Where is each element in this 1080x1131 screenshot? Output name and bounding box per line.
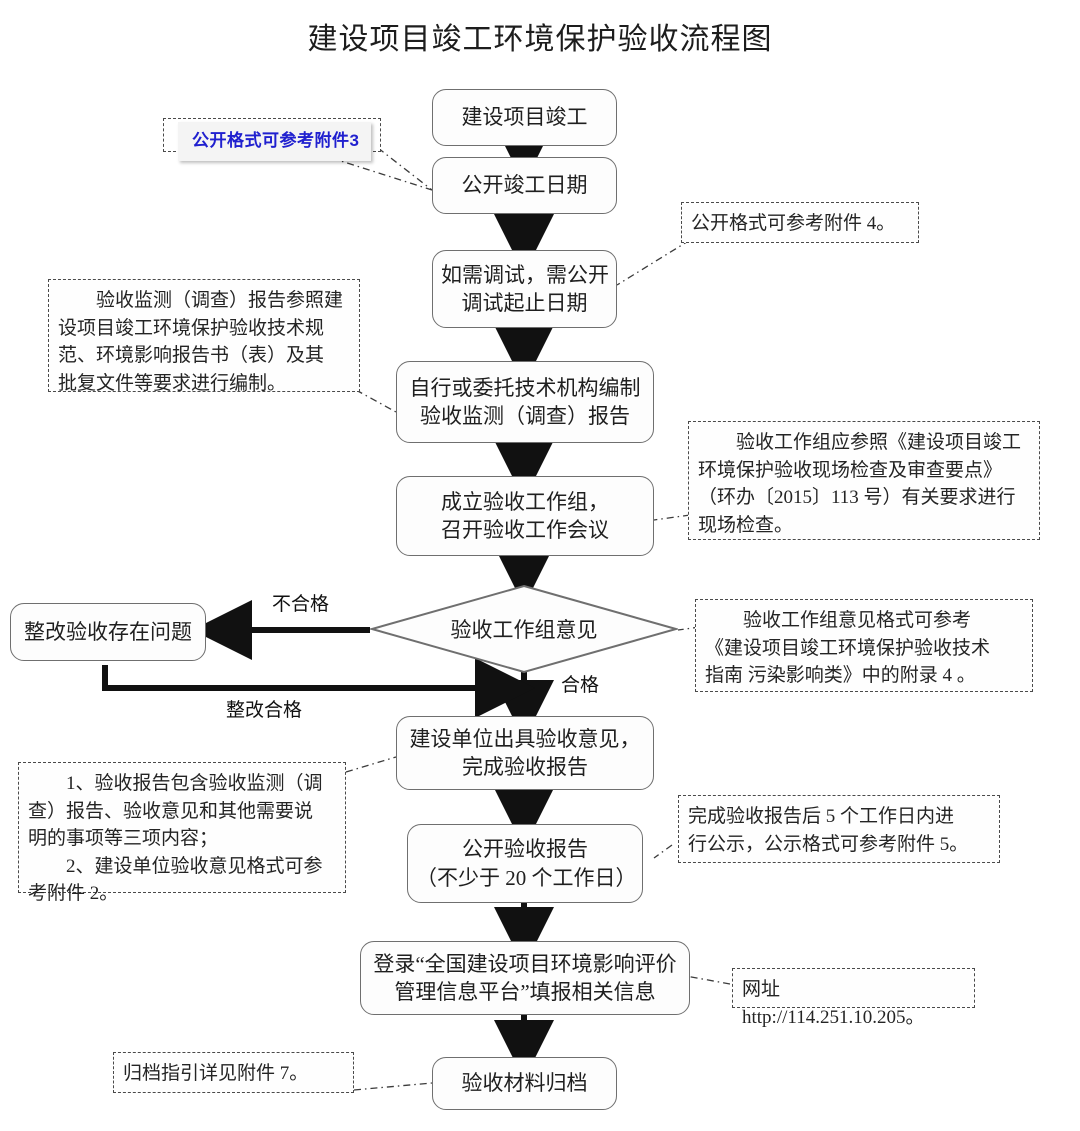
node-project-completion[interactable]: 建设项目竣工 — [432, 89, 617, 146]
node-rework-issues[interactable]: 整改验收存在问题 — [10, 603, 206, 661]
note-workgroup-opinion-line1: 验收工作组意见格式可参考 — [743, 610, 972, 631]
note-workgroup-site-check-line4: 现场检查。 — [698, 514, 794, 536]
note-attachment-4-text: 公开格式可参考附件 4。 — [691, 213, 896, 234]
node-3-line1: 如需调试，需公开 — [441, 262, 609, 287]
decision-label: 验收工作组意见 — [450, 618, 598, 642]
note-workgroup-site-check-line1: 验收工作组应参照《建设项目竣工 — [736, 432, 1022, 453]
node-publish-completion-date[interactable]: 公开竣工日期 — [432, 157, 617, 214]
node-prepare-acceptance-report[interactable]: 自行或委托技术机构编制 验收监测（调查）报告 — [396, 361, 654, 443]
node-publish-acceptance-report[interactable]: 公开验收报告 （不少于 20 个工作日） — [407, 824, 643, 903]
note-archive-guide: 归档指引详见附件 7。 — [113, 1052, 354, 1093]
note-report-contents: 1、验收报告包含验收监测（调 查）报告、验收意见和其他需要说 明的事项等三项内容… — [18, 762, 346, 904]
note-report-contents-line3: 明的事项等三项内容； — [28, 828, 219, 850]
note-attachment-4: 公开格式可参考附件 4。 — [681, 202, 919, 243]
edge-label-rework-pass: 整改合格 — [226, 700, 303, 721]
node-2-label: 公开竣工日期 — [461, 173, 588, 198]
node-login-platform[interactable]: 登录“全国建设项目环境影响评价 管理信息平台”填报相关信息 — [360, 941, 690, 1015]
node-1-label: 建设项目竣工 — [461, 105, 588, 130]
node-establish-workgroup[interactable]: 成立验收工作组， 召开验收工作会议 — [396, 476, 654, 556]
node-issue-acceptance-opinion[interactable]: 建设单位出具验收意见， 完成验收报告 — [396, 716, 654, 790]
decision-workgroup-opinion[interactable]: 验收工作组意见 — [370, 584, 678, 674]
node-7-line2: （不少于 20 个工作日） — [416, 865, 637, 890]
node-8-line1: 登录“全国建设项目环境影响评价 — [373, 951, 677, 976]
node-rework-label: 整改验收存在问题 — [24, 619, 192, 644]
node-publish-commissioning-dates[interactable]: 如需调试，需公开 调试起止日期 — [432, 250, 617, 328]
note-website-text: 网址 http://114.251.10.205。 — [742, 979, 925, 1028]
note-monitoring-report-line3: 范、环境影响报告书（表）及其 — [58, 345, 325, 367]
note-workgroup-opinion-line2: 《建设项目竣工环境保护验收技术 — [705, 637, 991, 659]
note-attachment-3-text: 公开格式可参考附件3 — [178, 122, 372, 161]
note-workgroup-site-check: 验收工作组应参照《建设项目竣工 环境保护验收现场检查及审查要点》 （环办〔201… — [688, 421, 1040, 540]
node-4-line2: 验收监测（调查）报告 — [420, 404, 630, 428]
note-publicity-5-days: 完成验收报告后 5 个工作日内进 行公示，公示格式可参考附件 5。 — [678, 795, 1000, 863]
node-archive-materials[interactable]: 验收材料归档 — [432, 1057, 617, 1110]
note-workgroup-site-check-line2: 环境保护验收现场检查及审查要点》 — [698, 459, 1003, 481]
note-publicity-line1: 完成验收报告后 5 个工作日内进 — [688, 806, 955, 827]
note-workgroup-site-check-line3: （环办〔2015〕113 号）有关要求进行 — [698, 487, 1016, 509]
edge-label-fail: 不合格 — [272, 594, 330, 615]
note-report-contents-line5: 考附件 2。 — [28, 883, 119, 905]
node-7-line1: 公开验收报告 — [462, 837, 588, 862]
note-website: 网址 http://114.251.10.205。 — [732, 968, 975, 1028]
node-8-line2: 管理信息平台”填报相关信息 — [394, 980, 656, 1004]
node-6-line2: 完成验收报告 — [462, 755, 588, 779]
note-monitoring-report-line1: 验收监测（调查）报告参照建 — [96, 290, 344, 311]
note-report-contents-line4: 2、建设单位验收意见格式可参 — [66, 855, 323, 877]
node-5-line2: 召开验收工作会议 — [441, 518, 609, 542]
node-4-line1: 自行或委托技术机构编制 — [409, 375, 641, 400]
note-monitoring-report: 验收监测（调查）报告参照建 设项目竣工环境保护验收技术规 范、环境影响报告书（表… — [48, 279, 360, 394]
node-3-line2: 调试起止日期 — [461, 291, 588, 315]
note-monitoring-report-line2: 设项目竣工环境保护验收技术规 — [58, 317, 325, 339]
note-workgroup-opinion-format: 验收工作组意见格式可参考 《建设项目竣工环境保护验收技术 指南 污染影响类》中的… — [695, 599, 1033, 692]
diamond-shape — [370, 584, 678, 674]
node-9-label: 验收材料归档 — [461, 1071, 588, 1096]
note-report-contents-line2: 查）报告、验收意见和其他需要说 — [28, 800, 314, 822]
note-monitoring-report-line4: 批复文件等要求进行编制。 — [58, 372, 287, 394]
note-report-contents-line1: 1、验收报告包含验收监测（调 — [66, 773, 323, 794]
note-attachment-3: 公开格式可参考附件3 — [163, 118, 381, 161]
note-workgroup-opinion-line3: 指南 污染影响类》中的附录 4 。 — [705, 665, 976, 687]
note-archive-guide-text: 归档指引详见附件 7。 — [123, 1063, 309, 1084]
node-5-line1: 成立验收工作组， — [441, 489, 609, 514]
page-title: 建设项目竣工环境保护验收流程图 — [307, 23, 773, 56]
node-6-line1: 建设单位出具验收意见， — [409, 726, 641, 751]
note-publicity-line2: 行公示，公示格式可参考附件 5。 — [688, 833, 969, 855]
edge-label-pass: 合格 — [561, 675, 600, 696]
